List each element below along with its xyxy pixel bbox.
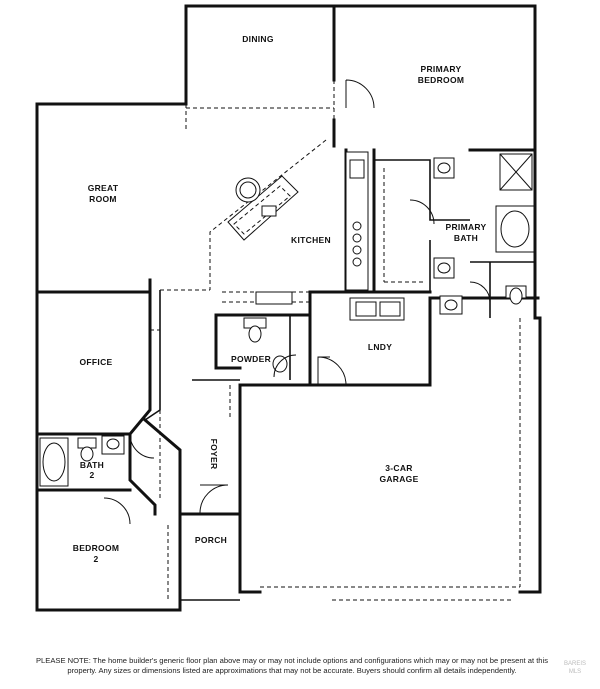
label-powder: POWDER (231, 354, 271, 364)
exterior-walls (35, 4, 542, 612)
label-garage-2: GARAGE (379, 474, 418, 484)
label-bath2-1: BATH (80, 460, 104, 470)
watermark-logo: BAREIS MLS (552, 660, 598, 686)
bath-fixtures (39, 153, 535, 487)
label-dining: DINING (242, 34, 274, 44)
label-lndy: LNDY (368, 342, 392, 352)
label-garage-1: 3-CAR (385, 463, 412, 473)
label-great-room-2: ROOM (89, 194, 117, 204)
label-bath2-2: 2 (89, 470, 94, 480)
label-primary-bedroom-2: BEDROOM (418, 75, 465, 85)
room-labels: DINING PRIMARY BEDROOM GREAT ROOM KITCHE… (73, 34, 487, 564)
watermark-line-2: MLS (568, 669, 582, 675)
label-porch: PORCH (195, 535, 227, 545)
label-bedroom2-2: 2 (93, 554, 98, 564)
label-foyer: FOYER (209, 439, 219, 470)
disclaimer-note: PLEASE NOTE: The home builder's generic … (35, 656, 549, 675)
label-primary-bedroom-1: PRIMARY (421, 64, 462, 74)
label-bedroom2-1: BEDROOM (73, 543, 120, 553)
watermark-line-1: BAREIS (563, 661, 586, 667)
label-kitchen: KITCHEN (291, 235, 331, 245)
label-office: OFFICE (80, 357, 113, 367)
label-great-room-1: GREAT (88, 183, 119, 193)
label-primary-bath-2: BATH (454, 233, 478, 243)
doors (103, 79, 491, 525)
open-boundaries (150, 80, 521, 601)
label-primary-bath-1: PRIMARY (446, 222, 487, 232)
kitchen-fixtures (227, 151, 405, 321)
